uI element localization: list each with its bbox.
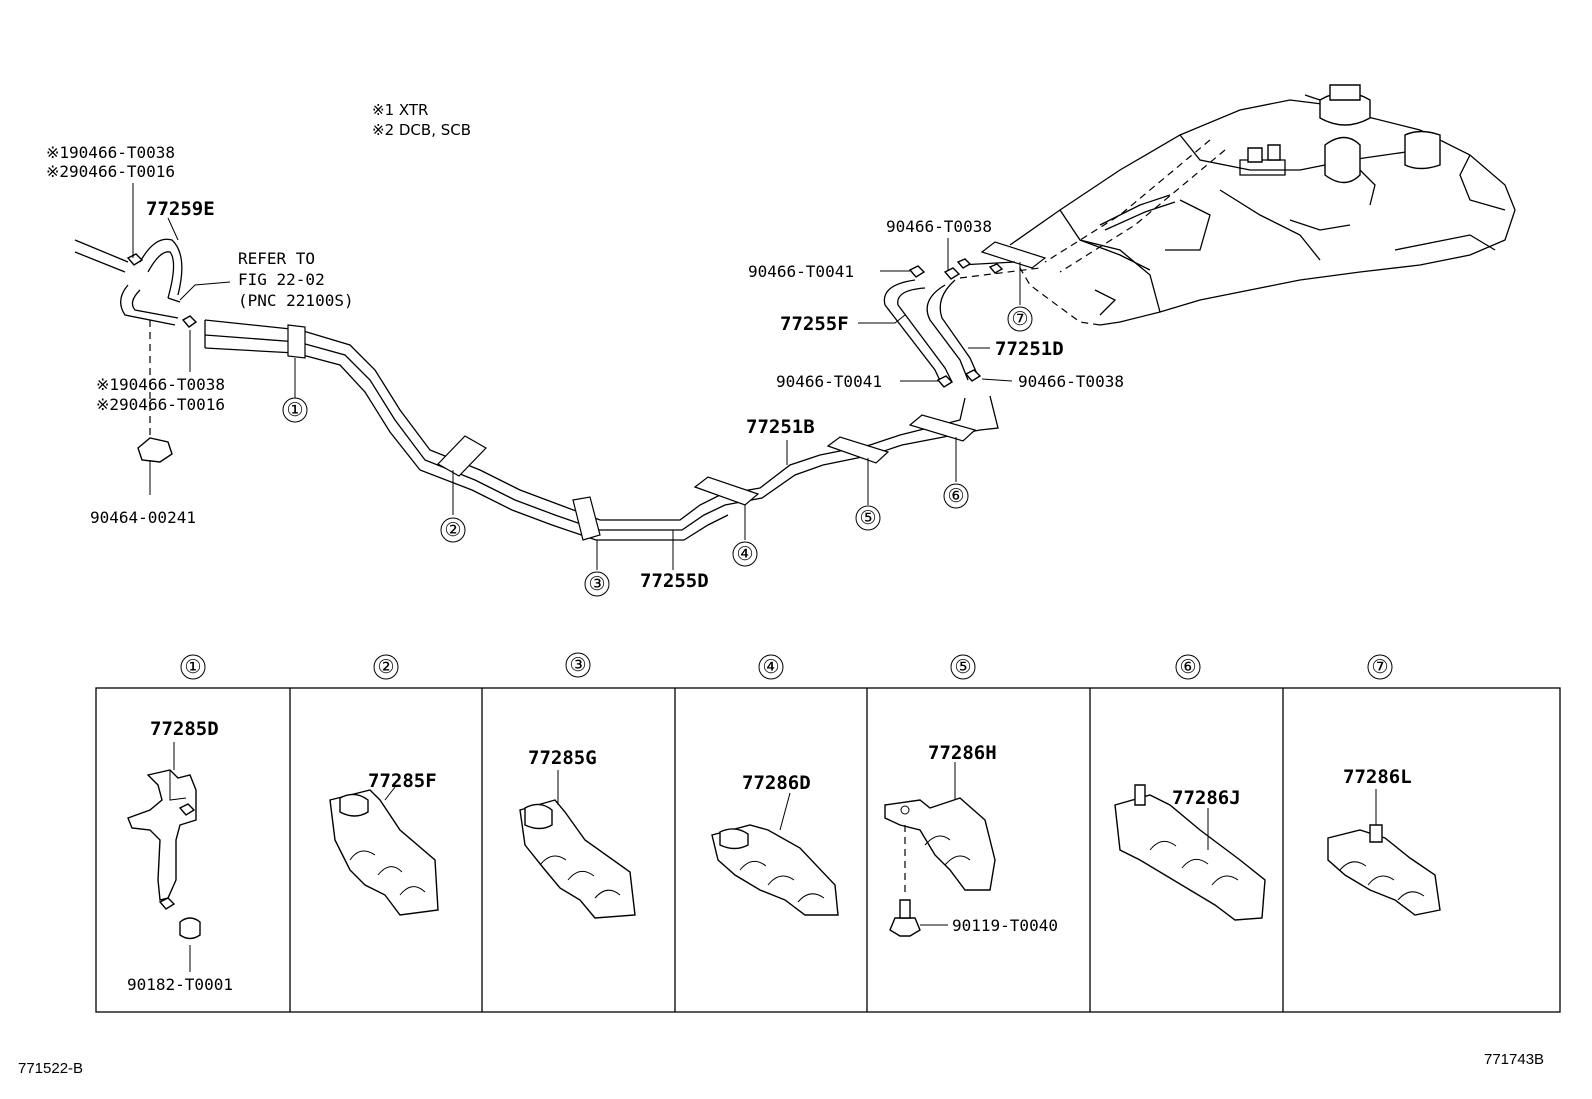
right-hose-group	[883, 258, 1041, 388]
panel-header-1: ①	[180, 654, 206, 680]
callout-6: ⑥	[943, 483, 969, 509]
callout-3: ③	[584, 571, 610, 597]
svg-text:③: ③	[588, 573, 605, 595]
label-77251b: 77251B	[746, 416, 815, 438]
svg-text:⑦: ⑦	[1371, 656, 1388, 678]
fuel-tank-illustration	[1009, 84, 1516, 326]
label-90466-t0038-top: 90466-T0038	[886, 217, 992, 236]
clamp-77286l-illustration	[1327, 789, 1441, 916]
label-90464-00241: 90464-00241	[90, 508, 196, 527]
label-clamp-bot-2: ※290466-T0016	[96, 395, 225, 414]
panel-5-extra: 90119-T0040	[952, 916, 1058, 935]
label-clamp-top-1: ※190466-T0038	[46, 143, 175, 162]
panel-7-part: 77286L	[1343, 766, 1412, 788]
svg-text:①: ①	[286, 399, 303, 421]
footer-right-code: 771743B	[1484, 1051, 1544, 1068]
clamp-77285g-illustration	[519, 770, 636, 919]
detail-panel-grid	[95, 687, 1561, 1013]
panel-header-7: ⑦	[1367, 654, 1393, 680]
svg-text:①: ①	[184, 656, 201, 678]
svg-text:③: ③	[569, 654, 586, 676]
callout-5: ⑤	[855, 505, 881, 531]
fuel-tube-assembly	[204, 241, 1047, 541]
panel-header-6: ⑥	[1175, 654, 1201, 680]
panel-header-2: ②	[373, 654, 399, 680]
panel-6-part: 77286J	[1172, 787, 1241, 809]
svg-text:⑥: ⑥	[1179, 656, 1196, 678]
label-refer-2: FIG 22-02	[238, 270, 325, 289]
note-xtr: ※1 XTR	[372, 101, 428, 119]
panel-5-part: 77286H	[928, 742, 997, 764]
panel-header-4: ④	[758, 654, 784, 680]
svg-text:②: ②	[377, 656, 394, 678]
panel-4-part: 77286D	[742, 772, 811, 794]
svg-text:⑤: ⑤	[859, 507, 876, 529]
label-90466-t0041-top: 90466-T0041	[748, 262, 854, 281]
callout-1: ①	[282, 397, 308, 423]
bracket-77285d-illustration	[127, 742, 201, 972]
label-clamp-bot-1: ※190466-T0038	[96, 375, 225, 394]
clamp-77286j-illustration	[1114, 784, 1266, 921]
label-refer-1: REFER TO	[238, 249, 315, 268]
left-hose-group	[74, 238, 198, 495]
label-77259e: 77259E	[146, 198, 215, 220]
svg-text:⑤: ⑤	[954, 656, 971, 678]
svg-text:④: ④	[736, 543, 753, 565]
label-90466-t0038-bot: 90466-T0038	[1018, 372, 1124, 391]
leader-lines	[132, 183, 1021, 570]
label-90466-t0041-bot: 90466-T0041	[776, 372, 882, 391]
label-77255d: 77255D	[640, 570, 709, 592]
clamp-77286h-illustration	[884, 762, 996, 937]
panel-header-5: ⑤	[950, 654, 976, 680]
panel-header-3: ③	[565, 652, 591, 678]
label-refer-3: (PNC 22100S)	[238, 291, 354, 310]
note-dcb-scb: ※2 DCB, SCB	[372, 121, 471, 139]
label-77255f: 77255F	[780, 313, 849, 335]
clamp-77286d-illustration	[711, 792, 839, 916]
panel-2-part: 77285F	[368, 770, 437, 792]
callout-7: ⑦	[1007, 306, 1033, 332]
callout-4: ④	[732, 541, 758, 567]
label-77251d: 77251D	[995, 338, 1064, 360]
callout-2: ②	[440, 517, 466, 543]
panel-1-extra: 90182-T0001	[127, 975, 233, 994]
svg-text:②: ②	[444, 519, 461, 541]
panel-1-part: 77285D	[150, 718, 219, 740]
panel-3-part: 77285G	[528, 747, 597, 769]
svg-text:⑦: ⑦	[1011, 308, 1028, 330]
svg-text:④: ④	[762, 656, 779, 678]
footer-left-code: 771522-B	[18, 1060, 83, 1077]
clamp-77285f-illustration	[329, 786, 439, 916]
svg-text:⑥: ⑥	[947, 485, 964, 507]
label-clamp-top-2: ※290466-T0016	[46, 162, 175, 181]
